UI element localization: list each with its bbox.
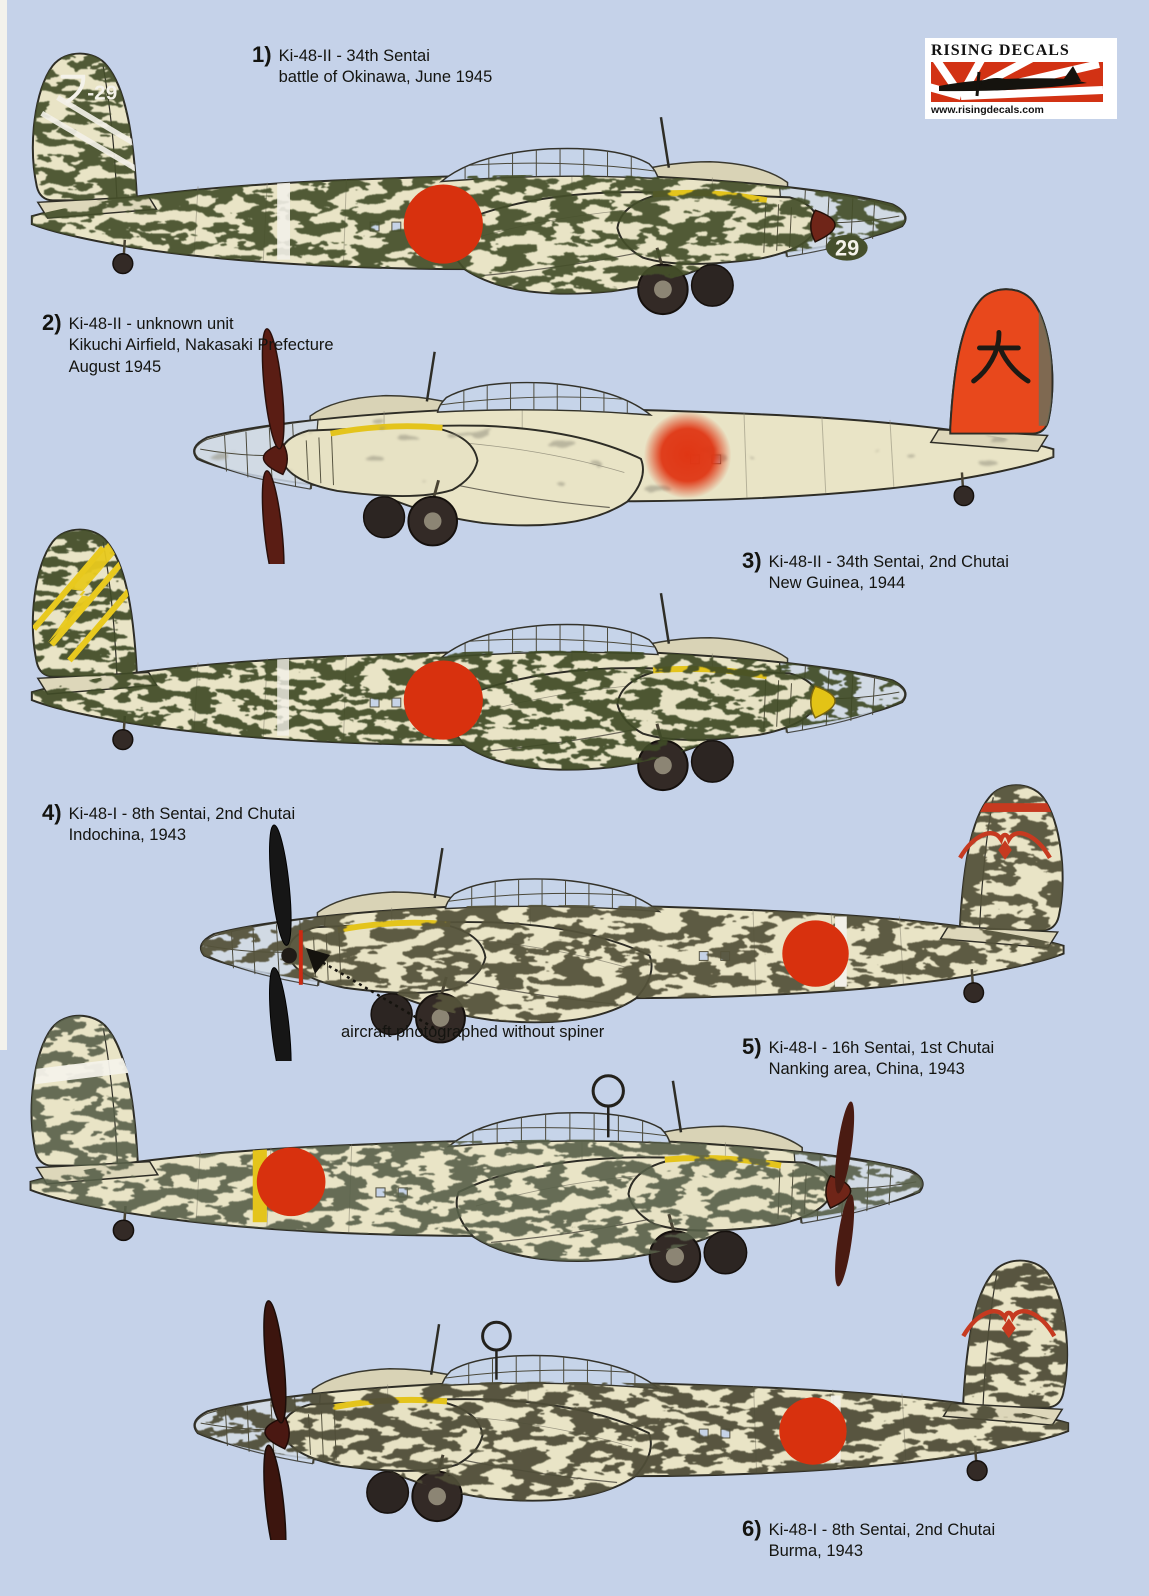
annotation-note: aircraft photographed without spiner	[341, 1023, 604, 1042]
caption-4-line-2: Indochina, 1943	[68, 826, 186, 845]
red-tail-fin	[949, 288, 1054, 435]
caption-4-number: 4)	[42, 800, 62, 825]
df-loop-antenna	[481, 1320, 512, 1352]
caption-1-number: 1)	[252, 42, 272, 67]
hinomaru-faded	[643, 411, 732, 499]
caption-3: 3) Ki-48-II - 34th Sentai, 2nd Chutai Ne…	[742, 550, 1009, 595]
caption-4: 4) Ki-48-I - 8th Sentai, 2nd Chutai Indo…	[42, 802, 295, 847]
aircraft-silhouette-icon	[939, 65, 1087, 96]
hinomaru	[403, 184, 483, 264]
caption-3-number: 3)	[742, 548, 762, 573]
brand-logo: RISING DECALS www.risingdecals.com	[925, 38, 1117, 119]
annotation-text: aircraft photographed without spiner	[341, 1023, 605, 1041]
fuselage-number: 29	[835, 236, 859, 261]
caption-5-line-2: Nanking area, China, 1943	[768, 1060, 965, 1079]
fuselage-band-white	[830, 1395, 841, 1463]
caption-2-line-2: Kikuchi Airfield, Nakasaki Prefecture	[68, 336, 334, 355]
propeller-hub-no-spinner	[281, 947, 297, 964]
cowl-patch	[826, 234, 868, 261]
tail-eagle-marking	[961, 1309, 1057, 1339]
hinomaru	[256, 1147, 326, 1217]
fuselage-band-white	[277, 182, 291, 260]
brand-name: RISING DECALS	[931, 42, 1070, 59]
caption-2-line-3: August 1945	[68, 357, 162, 376]
hinomaru	[779, 1397, 847, 1465]
propeller-spinner	[810, 209, 836, 243]
propeller-blade-lower	[269, 967, 292, 1061]
tail-code: -29	[60, 74, 117, 104]
page-edge	[0, 0, 7, 1050]
caption-2-number: 2)	[42, 310, 62, 335]
propeller-spinner	[264, 1416, 290, 1450]
propeller-blade-lower	[261, 470, 285, 564]
caption-6-line-2: Burma, 1943	[768, 1542, 864, 1561]
fuselage-band-white	[835, 916, 847, 987]
hinomaru	[782, 920, 849, 987]
caption-5: 5) Ki-48-I - 16h Sentai, 1st Chutai Nank…	[742, 1036, 994, 1081]
rudder-patch	[1038, 307, 1052, 426]
katakana-fu-glyph	[60, 74, 86, 104]
caption-4-line-1: Ki-48-I - 8th Sentai, 2nd Chutai	[68, 805, 296, 823]
df-loop-antenna	[591, 1074, 625, 1108]
propeller-blade-upper	[835, 1101, 855, 1194]
propeller-blade-lower	[263, 1444, 287, 1540]
tail-band-red	[960, 803, 1056, 812]
rising-sun-graphic	[931, 61, 1103, 102]
aircraft-profile-6	[172, 1243, 1082, 1540]
tail-symbol-kanji	[971, 329, 1031, 384]
fuselage-band-white	[277, 658, 290, 736]
arrowhead	[306, 948, 330, 974]
brand-website: www.risingdecals.com	[931, 103, 1044, 116]
caption-6-number: 6)	[742, 1516, 762, 1541]
propeller-spinner	[825, 1174, 852, 1210]
tail-lightning-marking	[32, 541, 137, 663]
tail-stripes	[40, 95, 137, 175]
propeller-spinner	[262, 442, 289, 476]
caption-6-line-1: Ki-48-I - 8th Sentai, 2nd Chutai	[768, 1521, 996, 1539]
camouflage-mottle-brown	[194, 1260, 1069, 1501]
tail-code-suffix: -29	[87, 81, 117, 104]
hinomaru	[403, 660, 483, 740]
tail-eagle-marking	[958, 831, 1052, 860]
caption-5-number: 5)	[742, 1034, 762, 1059]
caption-1: 1) Ki-48-II - 34th Sentai battle of Okin…	[252, 44, 492, 89]
propeller-blade-upper	[263, 1300, 287, 1424]
caption-6: 6) Ki-48-I - 8th Sentai, 2nd Chutai Burm…	[742, 1518, 995, 1563]
caption-3-line-2: New Guinea, 1944	[768, 574, 906, 593]
caption-2-line-1: Ki-48-II - unknown unit	[68, 315, 234, 333]
tail-band-white	[25, 1055, 149, 1086]
camouflage-mottle-green	[31, 53, 906, 294]
caption-1-line-2: battle of Okinawa, June 1945	[278, 68, 493, 87]
caption-1-line-1: Ki-48-II - 34th Sentai	[278, 47, 430, 65]
caption-3-line-1: Ki-48-II - 34th Sentai, 2nd Chutai	[768, 553, 1009, 571]
caption-5-line-1: Ki-48-I - 16h Sentai, 1st Chutai	[768, 1039, 995, 1057]
propeller-blade-lower	[835, 1194, 855, 1287]
caption-2: 2) Ki-48-II - unknown unit Kikuchi Airfi…	[42, 310, 334, 378]
fuselage-band-yellow	[252, 1145, 267, 1223]
propeller-spinner-yellow	[810, 685, 836, 719]
annotation-arrow	[306, 948, 435, 1030]
